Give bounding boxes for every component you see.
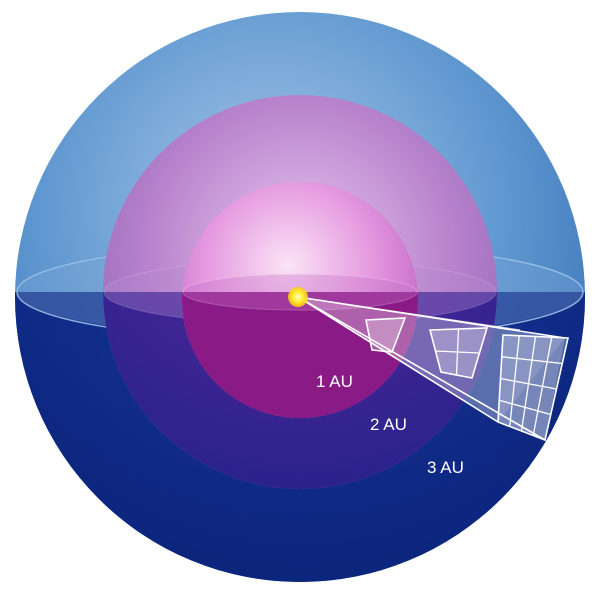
grid-patch-2au bbox=[428, 327, 489, 379]
grid-patch-1au bbox=[365, 317, 407, 353]
grid-patches bbox=[365, 317, 569, 442]
label-3au: 3 AU bbox=[427, 458, 464, 477]
label-1au: 1 AU bbox=[316, 372, 353, 391]
inner-lower-hemisphere bbox=[182, 292, 418, 418]
label-2au: 2 AU bbox=[370, 415, 407, 434]
grid-patch-3au bbox=[497, 334, 569, 442]
sun-icon bbox=[288, 287, 308, 307]
